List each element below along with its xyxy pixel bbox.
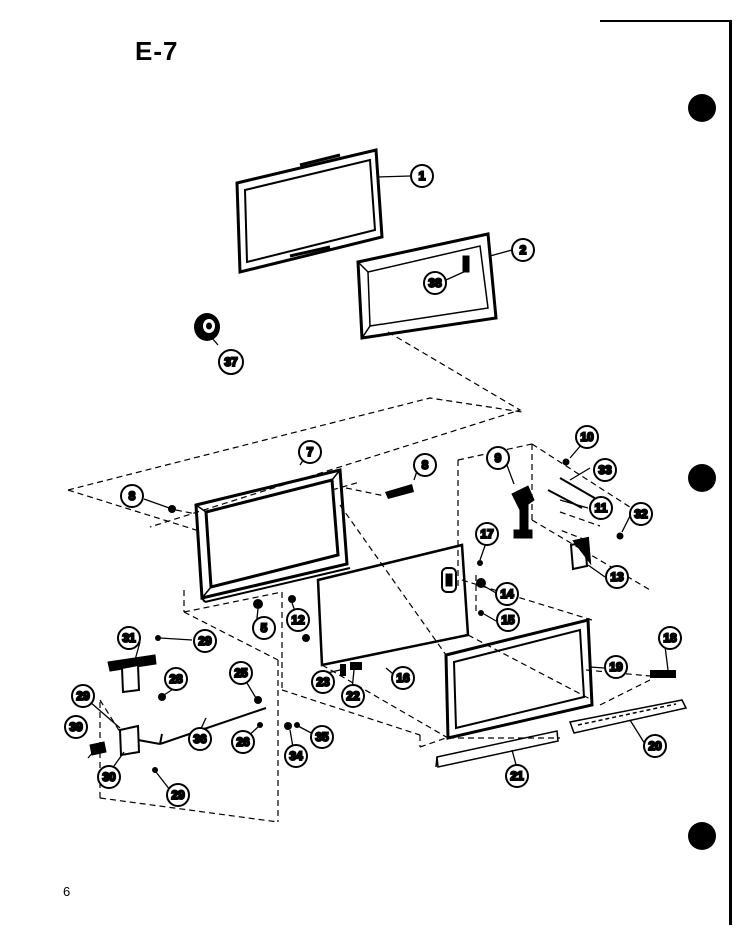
callout-10: 10: [575, 425, 599, 449]
callout-38: 38: [423, 271, 447, 295]
svg-text:31: 31: [122, 631, 136, 645]
svg-text:17: 17: [480, 527, 494, 541]
svg-text:1: 1: [419, 169, 426, 183]
callout-23: 23: [311, 670, 335, 694]
callout-15: 15: [496, 608, 520, 632]
callout-37: 37: [218, 349, 244, 375]
svg-text:7: 7: [307, 445, 314, 459]
svg-text:10: 10: [580, 430, 594, 444]
callout-8-left: 8: [120, 484, 144, 508]
svg-text:39: 39: [69, 720, 83, 734]
callout-14: 14: [495, 582, 519, 606]
svg-text:29: 29: [171, 788, 185, 802]
svg-text:29: 29: [198, 634, 212, 648]
callout-9: 9: [486, 446, 510, 470]
callout-7: 7: [298, 440, 322, 464]
callout-18: 18: [658, 626, 682, 650]
right-border-line: [729, 20, 732, 925]
svg-text:25: 25: [234, 666, 248, 680]
page-number: 6: [63, 884, 71, 899]
part-22-23-tabs: [340, 662, 362, 676]
part-18-clip: [650, 670, 676, 678]
part-7-front-frame: [194, 468, 351, 603]
callout-20: 20: [643, 734, 667, 758]
part-19-lower-frame: [444, 618, 594, 740]
svg-text:35: 35: [315, 730, 329, 744]
svg-text:26: 26: [236, 735, 250, 749]
bracket-group: [89, 654, 267, 757]
svg-text:34: 34: [289, 749, 303, 763]
callout-29-bottom: 29: [166, 783, 190, 807]
part-1-frame: [235, 148, 384, 274]
callout-13: 13: [605, 565, 629, 589]
svg-text:12: 12: [291, 613, 305, 627]
callout-33: 33: [593, 458, 617, 482]
binder-hole-middle: [688, 464, 716, 492]
svg-text:38: 38: [428, 276, 442, 290]
callout-21: 21: [505, 764, 529, 788]
svg-text:11: 11: [595, 501, 608, 515]
svg-text:15: 15: [501, 613, 515, 627]
svg-text:28: 28: [169, 672, 183, 686]
callout-bubbles: 1 2 38 37 7 8 8 9 10 33 11 32 13 17 14 1…: [64, 164, 682, 807]
callout-16: 16: [391, 666, 415, 690]
part-8-bracket: [385, 484, 414, 499]
binder-hole-top: [688, 94, 716, 122]
callout-29-left: 29: [71, 684, 95, 708]
svg-text:14: 14: [500, 587, 514, 601]
callout-35: 35: [310, 725, 334, 749]
svg-text:21: 21: [510, 769, 524, 783]
part-13-block: [569, 536, 592, 571]
callout-1: 1: [410, 164, 434, 188]
callout-8-right: 8: [413, 453, 437, 477]
svg-text:30: 30: [102, 770, 116, 784]
callout-11: 11: [589, 496, 613, 520]
callout-19: 19: [604, 655, 628, 679]
callout-17: 17: [475, 522, 499, 546]
top-border-line: [600, 20, 732, 22]
svg-text:16: 16: [396, 671, 410, 685]
part-16-panel: [316, 543, 470, 667]
svg-text:29: 29: [76, 689, 90, 703]
svg-text:22: 22: [346, 689, 360, 703]
svg-text:8: 8: [129, 489, 136, 503]
svg-text:32: 32: [634, 507, 648, 521]
binder-hole-bottom: [688, 822, 716, 850]
diagram-title: E-7: [135, 36, 179, 66]
svg-text:13: 13: [610, 570, 624, 584]
callout-31: 31: [117, 626, 141, 650]
callout-12: 12: [286, 608, 310, 632]
svg-text:8: 8: [422, 458, 429, 472]
svg-text:18: 18: [663, 631, 677, 645]
callout-36: 36: [188, 727, 212, 751]
callout-28: 28: [164, 667, 188, 691]
callout-29-top: 29: [193, 629, 217, 653]
part-20-rail: [568, 699, 688, 734]
svg-text:23: 23: [316, 675, 330, 689]
svg-text:33: 33: [598, 463, 612, 477]
callout-22: 22: [341, 684, 365, 708]
svg-text:20: 20: [648, 739, 662, 753]
callout-5: 5: [252, 616, 276, 640]
dashed-guide-lines: [67, 331, 651, 823]
callout-34: 34: [284, 744, 308, 768]
part-21-bar: [435, 730, 559, 768]
callout-32: 32: [629, 502, 653, 526]
latch-assembly: [511, 458, 624, 540]
part-37-knob: [194, 313, 220, 341]
svg-text:5: 5: [261, 621, 268, 635]
callout-25: 25: [229, 661, 253, 685]
part-2-tray: [356, 232, 498, 340]
svg-text:19: 19: [609, 660, 623, 674]
svg-text:9: 9: [495, 451, 502, 465]
callout-2: 2: [511, 238, 535, 262]
callout-39: 39: [64, 715, 88, 739]
callout-30: 30: [97, 765, 121, 789]
svg-text:2: 2: [520, 243, 527, 257]
svg-text:36: 36: [193, 732, 207, 746]
callout-26: 26: [231, 730, 255, 754]
svg-text:37: 37: [224, 355, 238, 369]
